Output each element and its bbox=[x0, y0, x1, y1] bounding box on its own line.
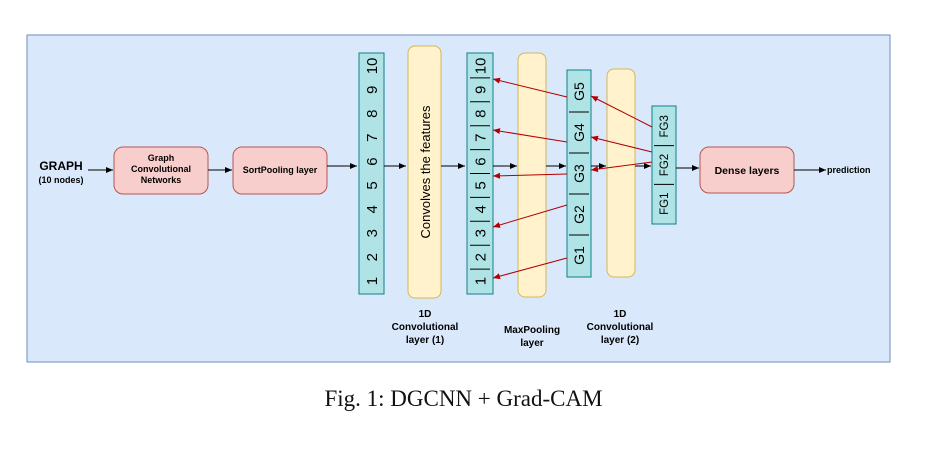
sortpooling-label: SortPooling layer bbox=[243, 165, 318, 175]
sorted-cell-7: 7 bbox=[364, 133, 381, 141]
conv1-output-cell-8: 8 bbox=[472, 110, 489, 118]
sortpooling-box bbox=[232, 146, 328, 195]
gcn-label-line2: Convolutional bbox=[131, 164, 191, 174]
gradcam-arrow-fg1-g3 bbox=[590, 161, 653, 173]
conv1-output-cell-3: 3 bbox=[472, 229, 489, 237]
dense-layers-label: Dense layers bbox=[715, 165, 780, 177]
conv2-output-cell-FG2: FG2 bbox=[659, 154, 671, 176]
conv2-layer bbox=[606, 68, 636, 278]
conv1-output-cell-2: 2 bbox=[472, 253, 489, 261]
sorted-cell-3: 3 bbox=[364, 229, 381, 237]
conv1-output-cell-10: 10 bbox=[472, 58, 489, 75]
gcn-label-line3: Networks bbox=[141, 175, 182, 185]
conv1-layer bbox=[407, 45, 442, 299]
figure-caption: Fig. 1: DGCNN + Grad-CAM bbox=[324, 386, 603, 411]
conv1-output-cell-9: 9 bbox=[472, 86, 489, 94]
conv2-caption-line2: Convolutional bbox=[587, 322, 654, 333]
maxpool-caption-line1: MaxPooling bbox=[504, 325, 560, 336]
conv2-output-cell-FG1: FG1 bbox=[659, 192, 671, 214]
graph-input-subtitle: (10 nodes) bbox=[38, 175, 83, 185]
conv2-output-cell-FG3: FG3 bbox=[659, 115, 671, 137]
conv1-caption-line2: Convolutional bbox=[392, 322, 459, 333]
conv1-caption-line3: layer (1) bbox=[406, 335, 444, 346]
sorted-cell-9: 9 bbox=[364, 86, 381, 94]
pooled-vector bbox=[566, 69, 592, 278]
pooled-cell-G3: G3 bbox=[571, 164, 587, 183]
sorted-cell-6: 6 bbox=[364, 157, 381, 165]
conv1-inner-text: Convolves the features bbox=[418, 105, 433, 238]
conv1-output-cell-4: 4 bbox=[472, 205, 489, 213]
conv2-output-cells: FG1 FG2 FG3 bbox=[654, 115, 674, 215]
conv1-output-cell-7: 7 bbox=[472, 133, 489, 141]
sorted-cell-2: 2 bbox=[364, 253, 381, 261]
pooled-cell-G4: G4 bbox=[571, 123, 587, 142]
gradcam-arrow-g5-cell9 bbox=[492, 77, 568, 98]
gradcam-arrow-g3-cell5 bbox=[492, 172, 568, 179]
gradcam-arrow-fg3-g5 bbox=[590, 95, 653, 128]
conv1-output-cell-5: 5 bbox=[472, 181, 489, 189]
sorted-cell-5: 5 bbox=[364, 181, 381, 189]
conv1-output-cells: 1 2 3 4 5 6 7 8 9 10 bbox=[470, 58, 490, 285]
gradcam-arrow-fg2-g4 bbox=[590, 135, 653, 153]
conv1-caption-line1: 1D bbox=[419, 309, 432, 320]
sorted-node-vector-cells: 1 2 3 4 5 6 7 8 9 10 bbox=[364, 58, 381, 286]
prediction-label: prediction bbox=[827, 165, 871, 175]
sorted-node-vector bbox=[358, 52, 385, 295]
pooled-cell-G5: G5 bbox=[571, 82, 587, 101]
gradcam-arrows bbox=[492, 77, 653, 280]
sorted-cell-4: 4 bbox=[364, 205, 381, 213]
gradcam-arrow-g1-cell1 bbox=[492, 257, 568, 280]
conv2-caption-line3: layer (2) bbox=[601, 335, 639, 346]
sorted-cell-8: 8 bbox=[364, 110, 381, 118]
dgcnn-diagram: GRAPH (10 nodes) Graph Convolutional Net… bbox=[26, 34, 891, 363]
pooled-cell-G1: G1 bbox=[571, 246, 587, 265]
pooled-cell-G2: G2 bbox=[571, 205, 587, 224]
graph-input-title: GRAPH bbox=[39, 159, 82, 173]
gradcam-arrow-g4-cell7 bbox=[492, 128, 568, 143]
conv1-output-cell-6: 6 bbox=[472, 157, 489, 165]
conv2-output-vector bbox=[651, 105, 677, 225]
conv1-output-cell-1: 1 bbox=[472, 277, 489, 285]
sorted-cell-1: 1 bbox=[364, 277, 381, 285]
pooled-vector-cells: G1 G2 G3 G4 G5 bbox=[569, 82, 589, 265]
gcn-label-line1: Graph bbox=[148, 153, 175, 163]
gradcam-arrow-g2-cell3 bbox=[492, 204, 568, 228]
sorted-cell-10: 10 bbox=[364, 58, 381, 75]
maxpool-caption-line2: layer bbox=[520, 338, 543, 349]
diagram-panel bbox=[26, 34, 891, 363]
conv2-caption-line1: 1D bbox=[614, 309, 627, 320]
